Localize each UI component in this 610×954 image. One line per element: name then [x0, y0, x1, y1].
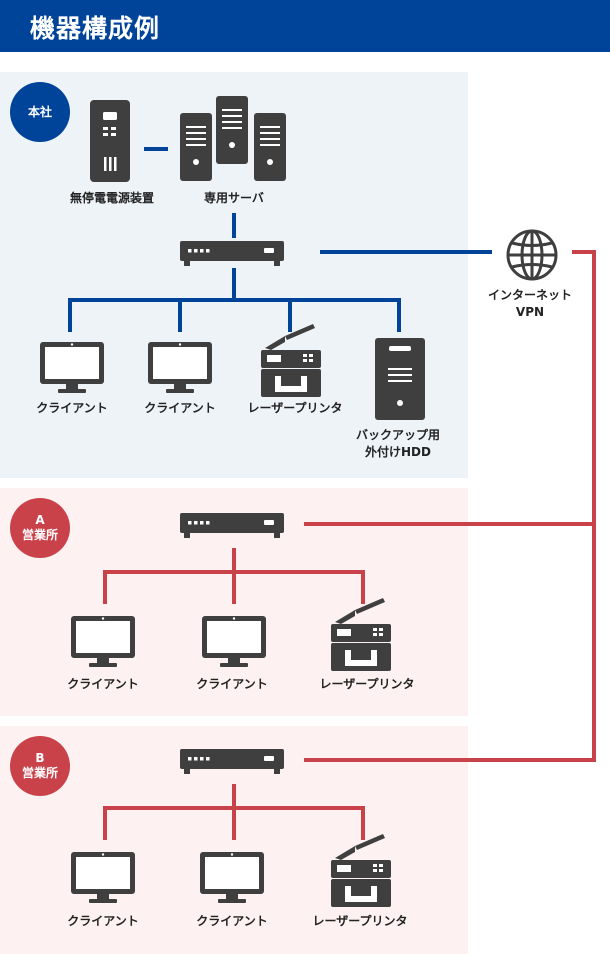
branch-a-badge: A 営業所 — [10, 498, 70, 558]
printer-icon — [331, 598, 391, 671]
internet-label-line1: インターネット — [487, 288, 573, 302]
branch-b-client-1-label: クライアント — [67, 914, 139, 928]
external-hdd-icon — [375, 338, 425, 420]
hq-client-2-label: クライアント — [144, 401, 216, 415]
internet-label: インターネット VPN — [488, 287, 572, 321]
branch-a-printer-label: レーザープリンタ — [319, 677, 415, 691]
monitor-icon — [71, 852, 135, 903]
branch-b-badge: B 営業所 — [10, 736, 70, 796]
internet-label-line2: VPN — [515, 305, 545, 319]
branch-b-printer-label: レーザープリンタ — [312, 914, 408, 928]
server-tower-icon — [180, 113, 212, 181]
server-tower-icon — [216, 96, 248, 164]
hdd-label: バックアップ用 外付けHDD — [356, 427, 440, 461]
monitor-icon — [71, 616, 135, 667]
monitor-icon — [40, 342, 104, 393]
hq-badge: 本社 — [10, 82, 70, 142]
branch-a-client-2-label: クライアント — [196, 677, 268, 691]
ups-label: 無停電電源装置 — [69, 191, 155, 205]
branch-b-switch-icon — [180, 749, 284, 774]
printer-icon — [261, 324, 321, 397]
hq-client-1-label: クライアント — [36, 401, 108, 415]
server-tower-icon — [254, 113, 286, 181]
page-title: 機器構成例 — [30, 14, 161, 43]
header-bar: 機器構成例 — [0, 0, 610, 52]
branch-b-badge-letter: B — [35, 751, 45, 765]
globe-icon — [506, 229, 558, 281]
monitor-icon — [202, 616, 266, 667]
branch-b-client-2-label: クライアント — [196, 914, 268, 928]
branch-a-badge-label: 営業所 — [21, 528, 58, 542]
branch-a-badge-letter: A — [35, 513, 45, 527]
hq-lines — [68, 147, 492, 332]
server-label: 専用サーバ — [204, 191, 264, 205]
ups-icon — [90, 100, 130, 182]
monitor-icon — [200, 852, 264, 903]
branch-a-switch-icon — [180, 513, 284, 538]
hdd-label-line1: バックアップ用 — [355, 428, 441, 442]
monitor-icon — [148, 342, 212, 393]
hq-switch-icon — [180, 241, 284, 266]
hq-printer-label: レーザープリンタ — [247, 401, 343, 415]
printer-icon — [331, 834, 391, 907]
branch-a-client-1-label: クライアント — [67, 677, 139, 691]
branch-lines — [103, 250, 596, 840]
hq-badge-label: 本社 — [27, 104, 52, 119]
hdd-label-line2: 外付けHDD — [365, 445, 431, 459]
branch-b-badge-label: 営業所 — [21, 766, 58, 780]
